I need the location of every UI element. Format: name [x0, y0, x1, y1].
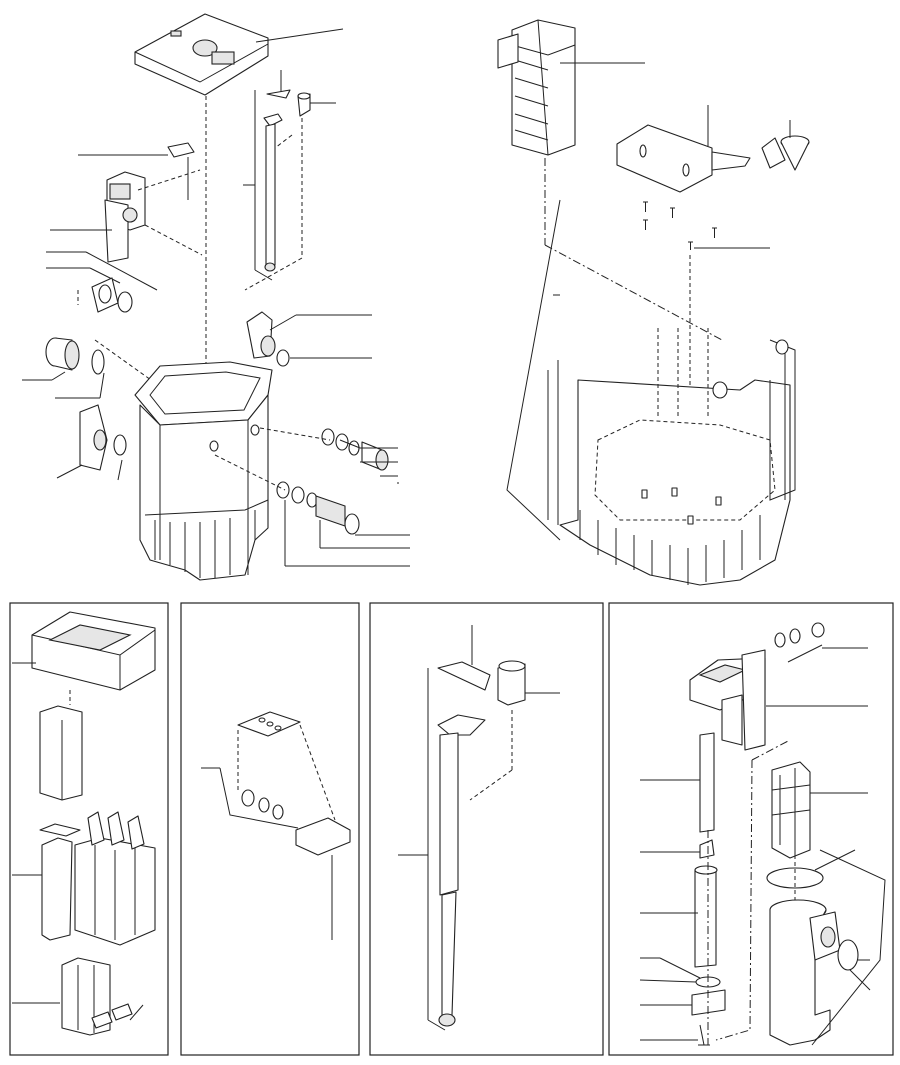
uv-clarifier-parts — [639, 622, 886, 1046]
panel-filter-tube — [369, 602, 604, 1056]
hose-fittings — [276, 428, 389, 535]
filter-assembly-left — [22, 13, 410, 581]
filter-insert-parts — [12, 611, 156, 1036]
filter-housing — [134, 361, 273, 581]
valve-module — [79, 404, 127, 471]
pump-module — [104, 171, 146, 263]
leader-lid — [255, 28, 344, 43]
control-panel-cap — [167, 142, 195, 200]
uv-connector-right — [246, 311, 290, 367]
large-housing — [506, 199, 796, 586]
filter-tube — [263, 89, 311, 272]
panel-filter-insert — [9, 602, 169, 1056]
panel-control-cap — [180, 602, 360, 1056]
cover-plate — [616, 124, 810, 193]
filter-lid — [134, 13, 269, 96]
screws — [643, 201, 717, 250]
control-cap-parts — [201, 711, 351, 940]
filter-tube-parts — [398, 625, 560, 1031]
filter-assembly-right — [497, 19, 810, 586]
seal-ring-pair — [91, 277, 133, 313]
panel-uv-clarifier — [608, 602, 894, 1056]
filter-sponge-cartridge — [497, 19, 576, 156]
outlet-connector — [45, 337, 105, 375]
